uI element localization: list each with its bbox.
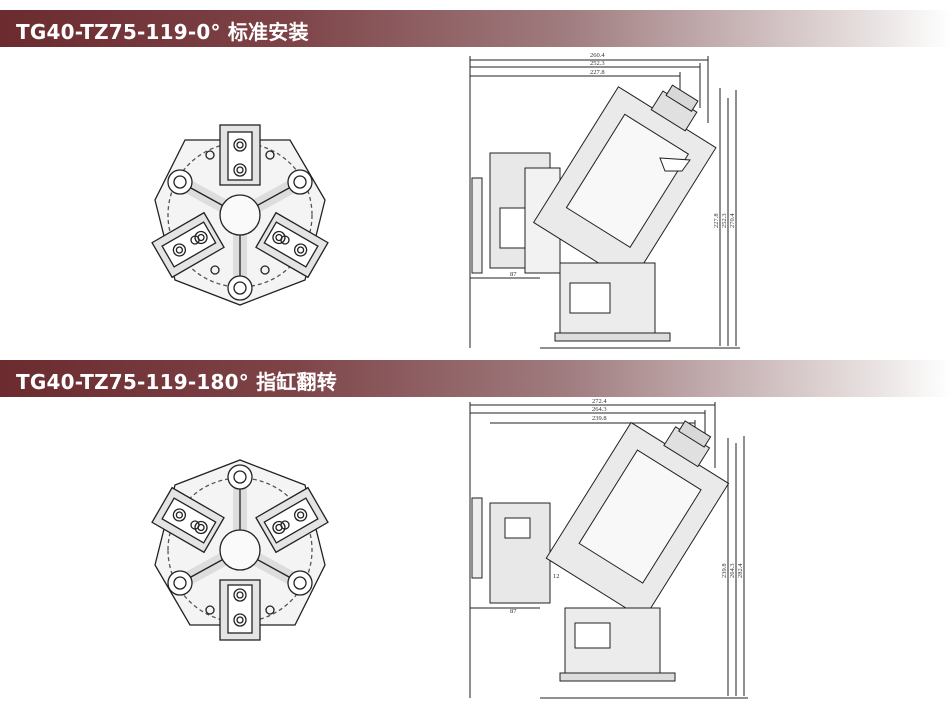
dimension-label: 239.8 — [721, 563, 728, 578]
gripper-top-view-drawing — [151, 124, 329, 306]
dimension-label: 264.3 — [729, 563, 736, 578]
dimension-label: 270.4 — [729, 213, 736, 228]
section-title: TG40-TZ75-119-180° 指缸翻转 — [16, 370, 337, 394]
dimension-label: 260.4 — [590, 52, 605, 59]
dimension-label: 12 — [553, 573, 560, 580]
dimension-label: 252.3 — [721, 213, 728, 228]
dimension-label: 282.4 — [737, 563, 744, 578]
dimension-label: 252.3 — [590, 60, 605, 67]
dimension-label: 272.4 — [592, 398, 607, 405]
dimension-label: 239.8 — [592, 415, 607, 422]
gripper-top-view-drawing — [151, 459, 329, 641]
dimension-label: 87 — [510, 608, 517, 615]
gripper-side-view-drawing: 260.4 252.3 227.8 87 227.8 252.3 270.4 — [469, 52, 740, 349]
section-title: TG40-TZ75-119-0° 标准安装 — [16, 20, 309, 44]
dimension-label: 227.8 — [590, 69, 605, 76]
dimension-label: 227.8 — [713, 213, 720, 228]
section-banner-flipped: TG40-TZ75-119-180° 指缸翻转 — [0, 360, 951, 397]
dimension-label: 87 — [510, 271, 517, 278]
dimension-label: 264.3 — [592, 406, 607, 413]
section-banner-standard: TG40-TZ75-119-0° 标准安装 — [0, 10, 951, 47]
gripper-side-view-drawing: 272.4 264.3 239.8 87 12 239.8 264.3 282.… — [469, 398, 748, 699]
